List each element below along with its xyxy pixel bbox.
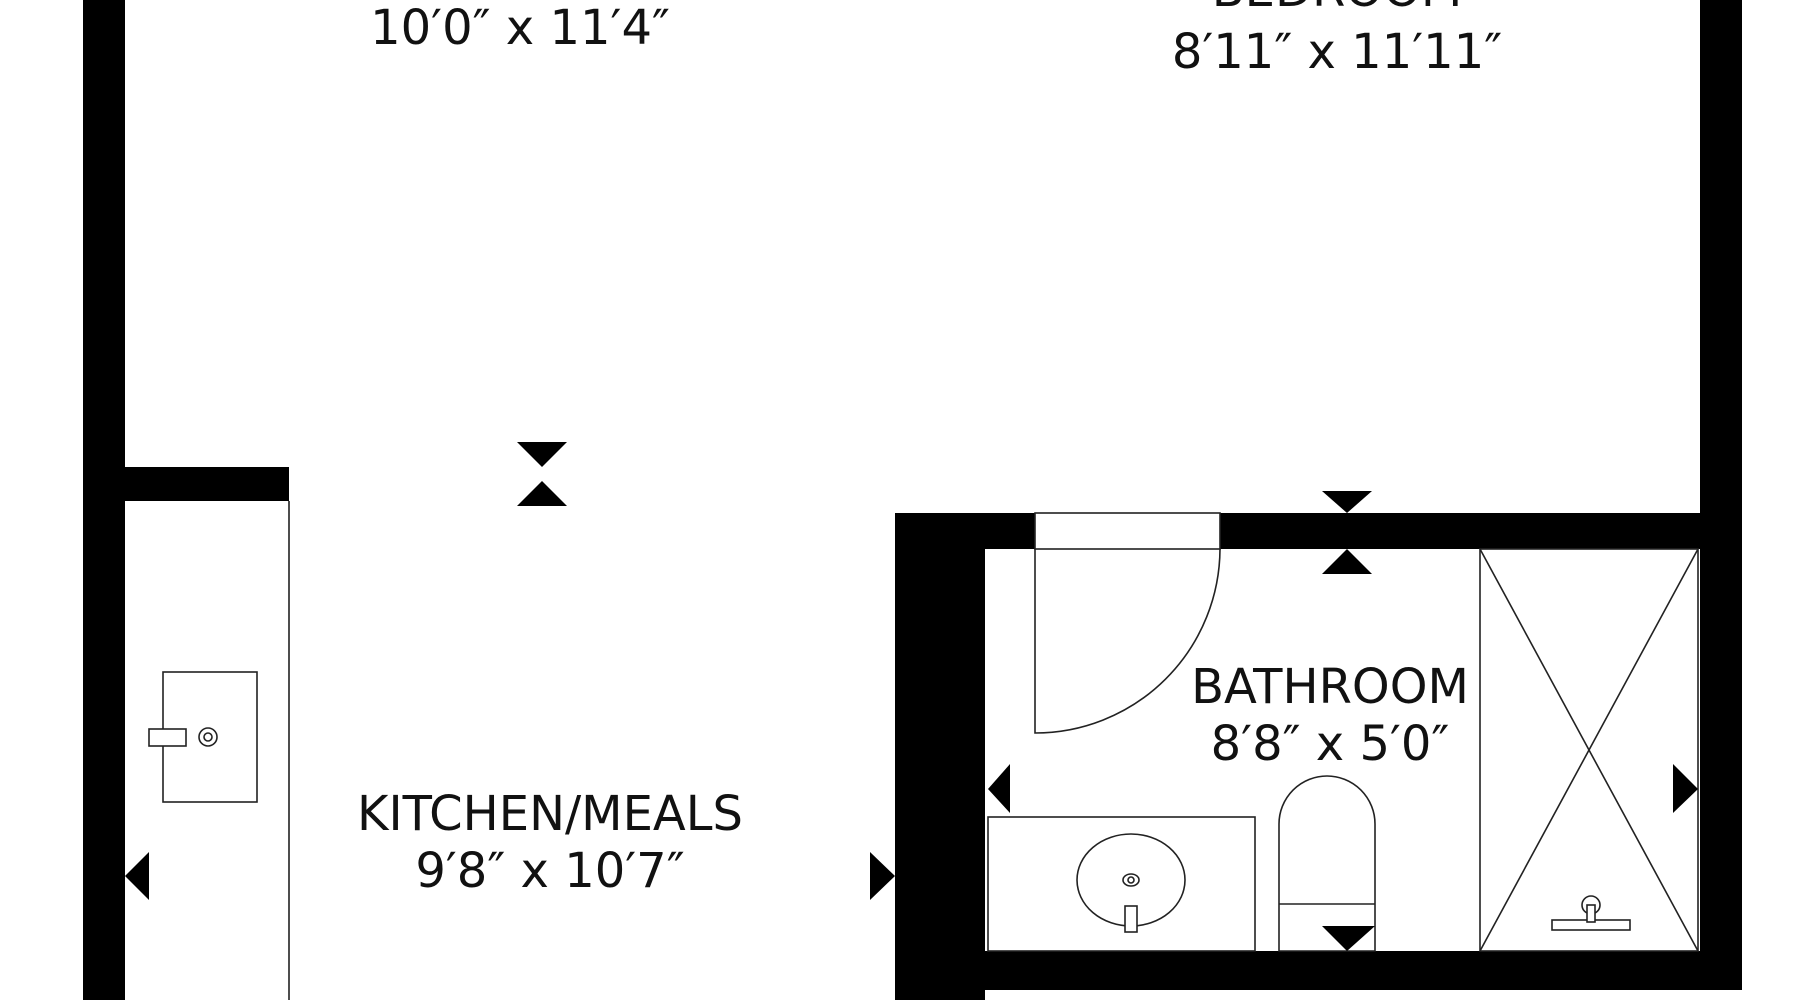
bathroom-dims: 8′8″ x 5′0″ <box>1211 716 1450 772</box>
bathroom-left-wall <box>895 513 985 1000</box>
kitchen-sink <box>148 671 258 803</box>
marker-up-kitchen <box>517 481 567 506</box>
kitchen-partition-wall <box>125 467 289 501</box>
marker-right-bathroom <box>1673 764 1698 813</box>
kitchen-name: KITCHEN/MEALS <box>357 786 743 842</box>
right-outer-wall <box>1700 0 1742 990</box>
door-markers <box>125 442 1698 951</box>
marker-down-bedroom <box>1322 491 1372 513</box>
marker-left-kitchen <box>125 852 149 900</box>
shower <box>1479 548 1699 952</box>
bedroom-name: BEDROOM <box>1212 0 1463 18</box>
marker-down-bathroom <box>1322 926 1375 951</box>
marker-right-kitchen <box>870 852 895 900</box>
bathroom-door-swing <box>1034 548 1221 734</box>
bathroom-name: BATHROOM <box>1191 659 1469 715</box>
top-left-room-dims: 10′0″ x 11′4″ <box>370 0 670 56</box>
toilet <box>1278 775 1376 952</box>
marker-down-kitchen <box>517 442 567 467</box>
bathroom-vanity <box>987 816 1256 952</box>
walls <box>83 0 1742 1000</box>
bathroom-bottom-wall <box>895 951 1742 990</box>
bathroom-door-opening <box>1034 512 1221 550</box>
bathroom-top-wall-right <box>1220 513 1742 549</box>
left-outer-wall <box>83 0 125 1000</box>
marker-up-bathroom <box>1322 549 1372 574</box>
bedroom-dims: 8′11″ x 11′11″ <box>1172 24 1502 80</box>
marker-left-bathroom <box>988 764 1010 813</box>
kitchen-dims: 9′8″ x 10′7″ <box>415 843 684 899</box>
